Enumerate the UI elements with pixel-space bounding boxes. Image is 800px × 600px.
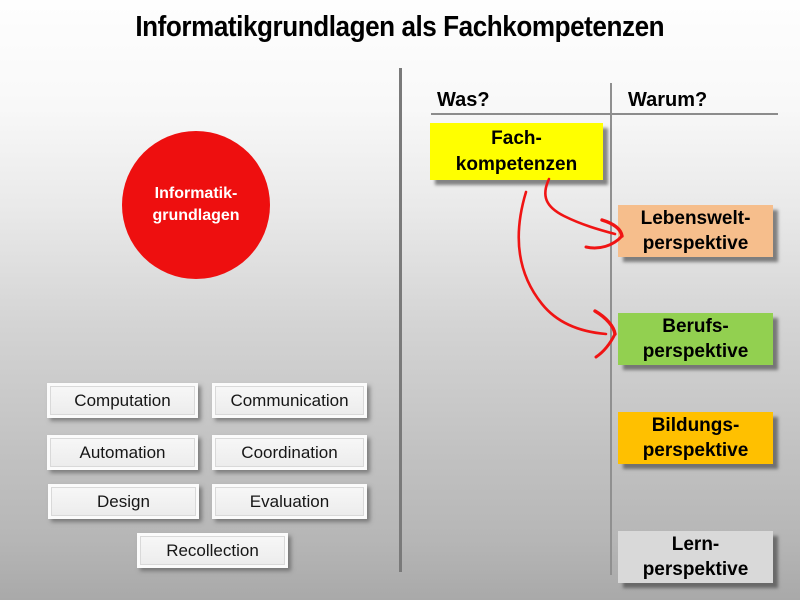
column-divider-line (610, 83, 612, 575)
concept-button-computation: Computation (47, 383, 198, 418)
warum-header-underline (612, 113, 778, 115)
berufs-line1: Berufs- (662, 316, 729, 337)
concept-button-communication: Communication (212, 383, 367, 418)
concept-button-automation: Automation (47, 435, 198, 470)
lern-line1: Lern- (671, 534, 720, 555)
lern-line2: perspektive (642, 559, 749, 580)
column-header-was: Was? (437, 89, 490, 111)
was-header-underline (431, 113, 611, 115)
slide-title: Informatikgrundlagen als Fachkompetenzen (135, 11, 665, 43)
arrow-to-berufs-head-lower (594, 332, 617, 359)
concept-button-coordination: Coordination (212, 435, 367, 470)
fachkompetenzen-box: Fach- kompetenzen (430, 123, 603, 180)
section-divider-line (399, 68, 402, 572)
column-header-warum: Warum? (628, 89, 708, 111)
berufs-perspektive-box: Berufs- perspektive (618, 313, 773, 365)
fachkompetenzen-line1: Fach- (491, 127, 542, 149)
bildungs-line1: Bildungs- (651, 415, 740, 436)
bildungs-perspektive-box: Bildungs- perspektive (618, 412, 773, 464)
lern-perspektive-box: Lern- perspektive (618, 531, 773, 583)
circle-label-line1: Informatik- (154, 185, 238, 202)
concept-button-design: Design (48, 484, 199, 519)
arrow-to-lebenswelt-head-lower (584, 234, 624, 250)
circle-label-line2: grundlagen (152, 207, 240, 224)
arrow-to-lebenswelt (544, 177, 617, 236)
lebenswelt-line2: perspektive (642, 233, 749, 254)
informatik-circle: Informatik- grundlagen (122, 131, 270, 279)
lebenswelt-perspektive-box: Lebenswelt- perspektive (618, 205, 773, 257)
arrow-to-berufs-head-upper (593, 309, 617, 336)
berufs-line2: perspektive (642, 341, 749, 362)
bildungs-line2: perspektive (642, 440, 749, 461)
title-bar: Informatikgrundlagen als Fachkompetenzen (0, 11, 800, 44)
concept-button-evaluation: Evaluation (212, 484, 367, 519)
fachkompetenzen-line2: kompetenzen (455, 153, 578, 175)
arrow-to-berufs (517, 190, 608, 336)
lebenswelt-line1: Lebenswelt- (640, 208, 751, 229)
concept-button-recollection: Recollection (137, 533, 288, 568)
red-arrows-group (517, 177, 624, 359)
